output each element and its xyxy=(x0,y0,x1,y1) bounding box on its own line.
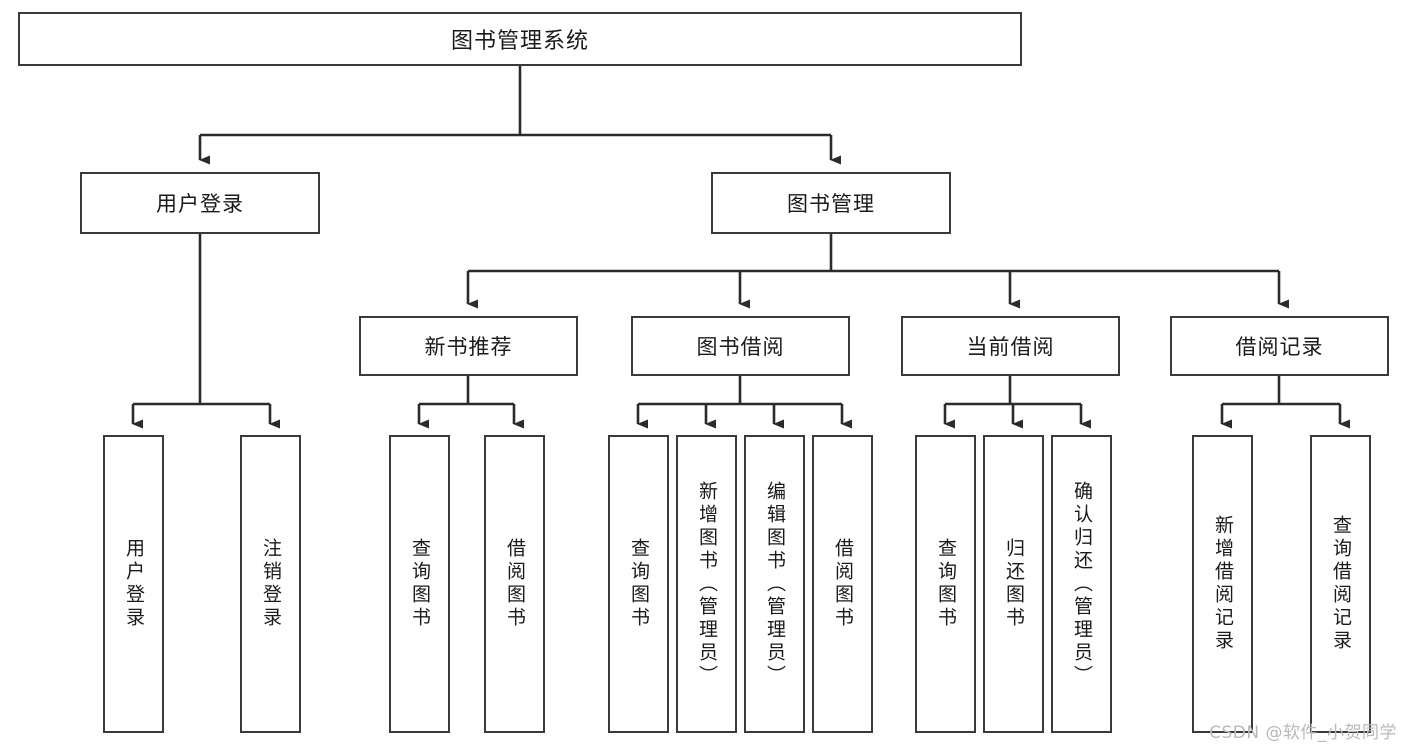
leaf-borrow-book[interactable]: 借阅图书 xyxy=(812,435,873,733)
node-label: 编辑图书（管理员） xyxy=(764,480,786,688)
leaf-add-borrow-record[interactable]: 新增借阅记录 xyxy=(1192,435,1253,733)
node-label: 用户登录 xyxy=(156,192,244,216)
leaf-borrow-book-recommend[interactable]: 借阅图书 xyxy=(484,435,545,733)
node-root-system[interactable]: 图书管理系统 xyxy=(18,12,1022,66)
node-label: 图书管理 xyxy=(787,192,875,216)
node-label: 当前借阅 xyxy=(966,335,1055,359)
node-user-login[interactable]: 用户登录 xyxy=(80,172,320,234)
node-label: 借阅记录 xyxy=(1235,335,1324,359)
leaf-user-login[interactable]: 用户登录 xyxy=(103,435,164,733)
node-borrow-record[interactable]: 借阅记录 xyxy=(1170,316,1389,376)
node-label: 查询图书 xyxy=(628,538,650,630)
leaf-logout-login[interactable]: 注销登录 xyxy=(240,435,301,733)
leaf-edit-book[interactable]: 编辑图书（管理员） xyxy=(744,435,805,733)
node-label: 注销登录 xyxy=(260,538,282,630)
node-book-manage[interactable]: 图书管理 xyxy=(711,172,951,234)
node-label: 新增借阅记录 xyxy=(1212,515,1234,653)
node-label: 用户登录 xyxy=(123,538,145,630)
node-new-book-recommend[interactable]: 新书推荐 xyxy=(359,316,578,376)
csdn-watermark: CSDN @软件_小贺同学 xyxy=(1209,723,1397,743)
node-current-borrow[interactable]: 当前借阅 xyxy=(901,316,1120,376)
leaf-return-book[interactable]: 归还图书 xyxy=(983,435,1044,733)
node-label: 确认归还（管理员） xyxy=(1071,480,1093,688)
node-label: 查询图书 xyxy=(935,538,957,630)
node-label: 查询图书 xyxy=(409,538,431,630)
node-label: 新增图书（管理员） xyxy=(696,480,718,688)
leaf-query-borrow-record[interactable]: 查询借阅记录 xyxy=(1310,435,1371,733)
leaf-add-book[interactable]: 新增图书（管理员） xyxy=(676,435,737,733)
node-label: 查询借阅记录 xyxy=(1330,515,1352,653)
leaf-query-book-current[interactable]: 查询图书 xyxy=(915,435,976,733)
node-label: 图书借阅 xyxy=(696,335,785,359)
node-label: 新书推荐 xyxy=(424,335,513,359)
node-book-borrow[interactable]: 图书借阅 xyxy=(631,316,850,376)
node-label: 归还图书 xyxy=(1003,538,1025,630)
leaf-query-book-borrow[interactable]: 查询图书 xyxy=(608,435,669,733)
node-label: 借阅图书 xyxy=(832,538,854,630)
node-label: 借阅图书 xyxy=(504,538,526,630)
leaf-query-book-recommend[interactable]: 查询图书 xyxy=(389,435,450,733)
leaf-confirm-return[interactable]: 确认归还（管理员） xyxy=(1051,435,1112,733)
node-label: 图书管理系统 xyxy=(450,29,589,54)
